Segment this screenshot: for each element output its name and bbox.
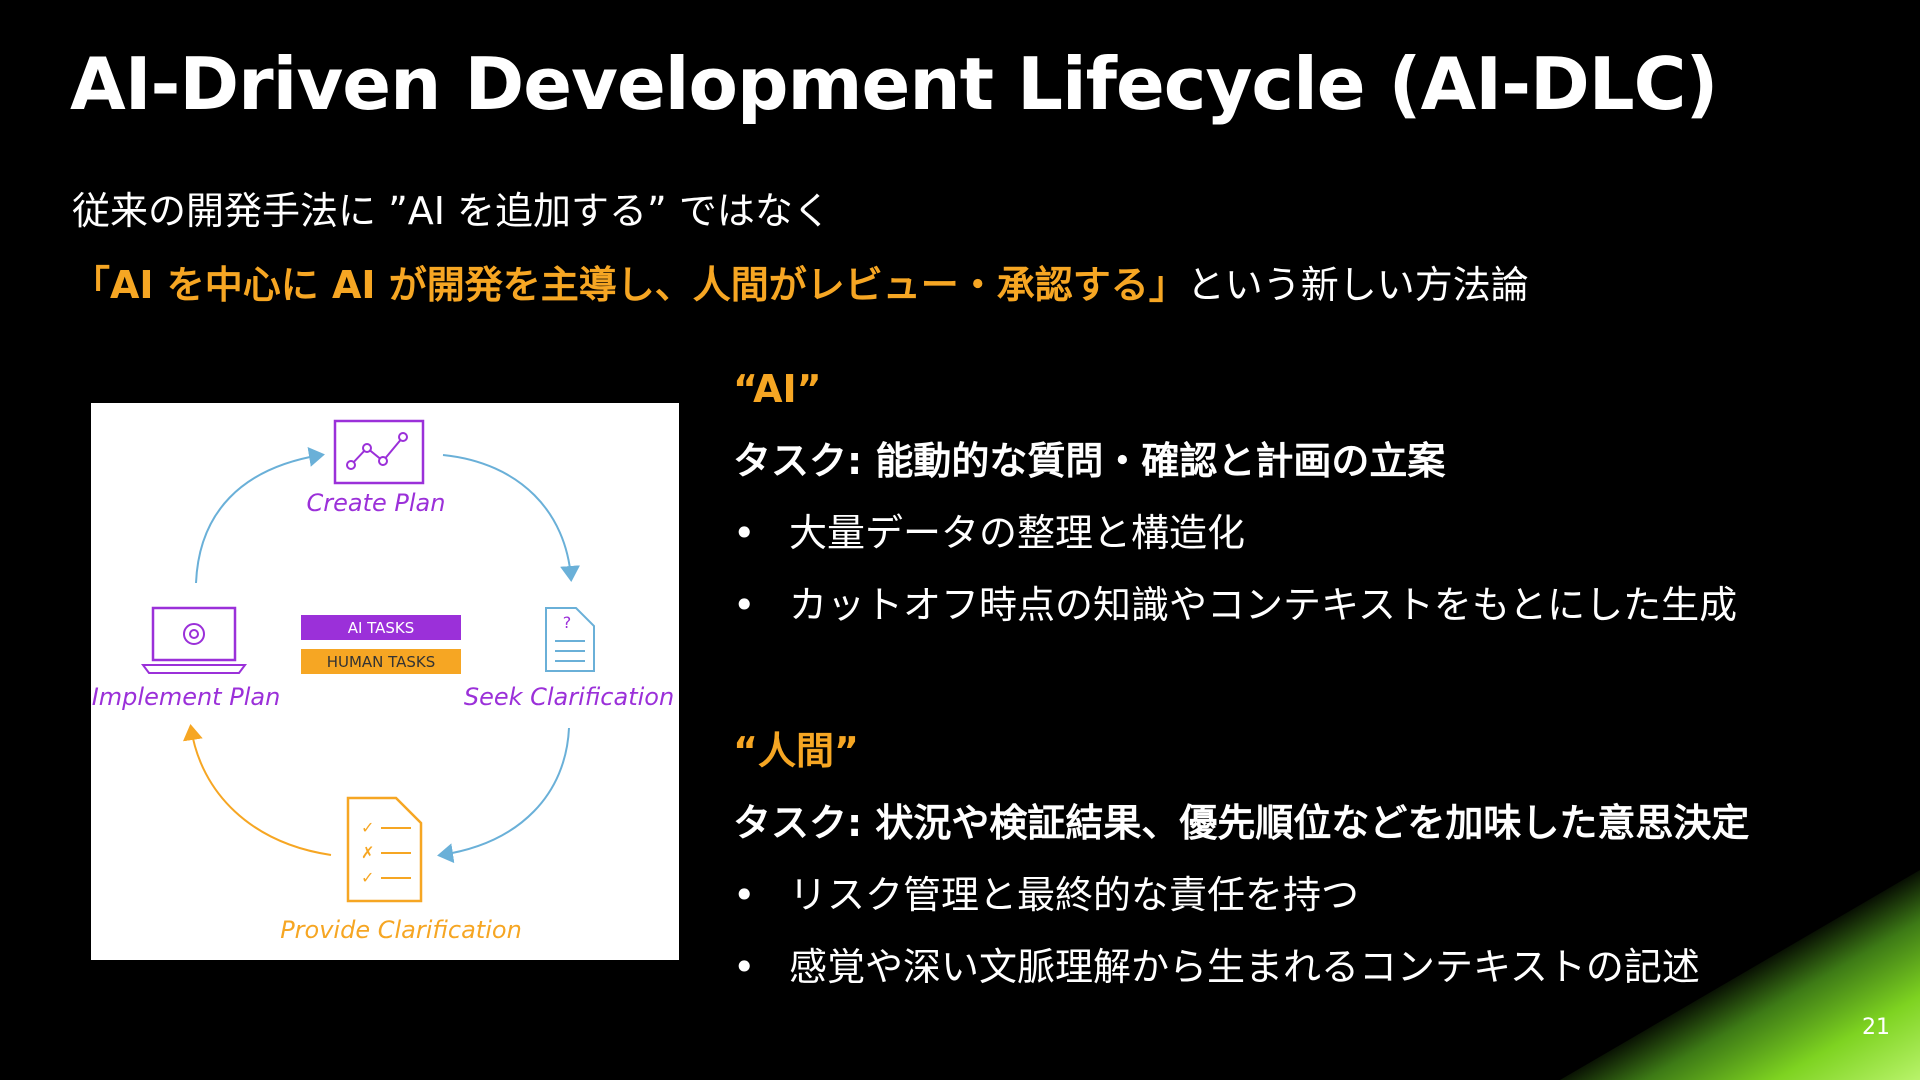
- svg-text:✓: ✓: [361, 868, 374, 887]
- svg-text:✗: ✗: [361, 843, 374, 862]
- svg-text:?: ?: [563, 613, 572, 632]
- bullet-icon: •: [733, 583, 756, 627]
- list-item: •感覚や深い文脈理解から生まれるコンテキストの記述: [733, 945, 1700, 989]
- arrow-create-to-seek: [442, 454, 581, 582]
- section-human-task: タスク: 状況や検証結果、優先順位などを加味した意思決定: [733, 801, 1750, 845]
- label-create-plan: Create Plan: [307, 489, 446, 517]
- slide-lead: 「AI を中心に AI が開発を主導し、人間がレビュー・承認する」という新しい方…: [72, 266, 1529, 304]
- list-item: •リスク管理と最終的な責任を持つ: [733, 873, 1360, 917]
- bullet-icon: •: [733, 945, 756, 989]
- bullet-icon: •: [733, 511, 756, 555]
- section-ai-task: タスク: 能動的な質問・確認と計画の立案: [733, 439, 1446, 483]
- document-question-icon: ?: [545, 607, 595, 672]
- section-ai-title: “AI”: [733, 367, 822, 411]
- label-provide-clarification: Provide Clarification: [280, 916, 522, 944]
- section-ai: “AI” タスク: 能動的な質問・確認と計画の立案 •大量データの整理と構造化 …: [733, 370, 1873, 624]
- section-ai-bullets: •大量データの整理と構造化 •カットオフ時点の知識やコンテキストをもとにした生成: [733, 514, 1873, 624]
- laptop-gear-icon: [141, 606, 247, 674]
- checklist-document-icon: ✓ ✗ ✓: [346, 796, 423, 903]
- legend-human-tasks: HUMAN TASKS: [327, 653, 436, 671]
- section-human: “人間” タスク: 状況や検証結果、優先順位などを加味した意思決定 •リスク管理…: [733, 732, 1873, 986]
- label-implement-plan: Implement Plan: [92, 683, 281, 711]
- legend-ai-tasks: AI TASKS: [348, 619, 415, 637]
- arrow-implement-to-create: [195, 447, 325, 584]
- lead-rest: という新しい方法論: [1186, 263, 1529, 307]
- svg-text:✓: ✓: [361, 818, 374, 837]
- bullet-icon: •: [733, 873, 756, 917]
- lead-highlight: 「AI を中心に AI が開発を主導し、人間がレビュー・承認する」: [72, 263, 1187, 307]
- section-human-title: “人間”: [733, 729, 859, 773]
- roles-panel: “AI” タスク: 能動的な質問・確認と計画の立案 •大量データの整理と構造化 …: [733, 370, 1873, 986]
- ai-dlc-cycle-diagram: Create Plan ? Seek Clarification ✓ ✗ ✓ P…: [91, 403, 679, 960]
- list-item: •カットオフ時点の知識やコンテキストをもとにした生成: [733, 583, 1738, 627]
- page-number: 21: [1862, 1015, 1890, 1040]
- section-human-bullets: •リスク管理と最終的な責任を持つ •感覚や深い文脈理解から生まれるコンテキストの…: [733, 876, 1873, 986]
- label-seek-clarification: Seek Clarification: [464, 683, 674, 711]
- slide-title: AI-Driven Development Lifecycle (AI-DLC): [70, 42, 1718, 126]
- list-item: •大量データの整理と構造化: [733, 511, 1246, 555]
- arrow-seek-to-provide: [437, 727, 570, 864]
- plan-chart-icon: [333, 419, 425, 485]
- slide-subtitle: 従来の開発手法に ”AI を追加する” ではなく: [72, 189, 831, 233]
- legend-human-tasks-swatch: [301, 649, 461, 674]
- legend-ai-tasks-swatch: [301, 615, 461, 640]
- arrow-provide-to-implement: [182, 724, 332, 856]
